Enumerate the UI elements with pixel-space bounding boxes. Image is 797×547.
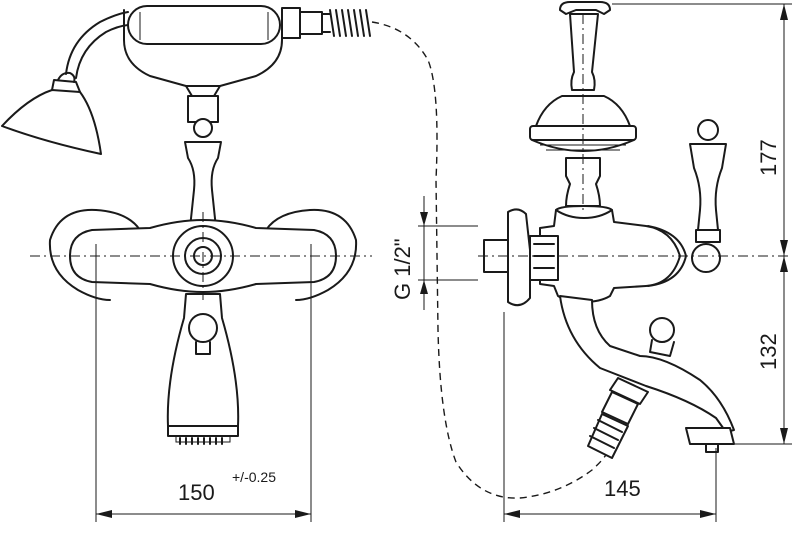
handset-holder bbox=[123, 5, 371, 97]
dim-150-label: 150 bbox=[178, 480, 215, 505]
dim-132-line bbox=[780, 256, 788, 444]
cradle-arm-outer bbox=[65, 11, 129, 75]
side-shower-head bbox=[529, 95, 637, 152]
top-bracket bbox=[559, 1, 611, 91]
lever-handle bbox=[689, 119, 727, 273]
dim-150-line bbox=[96, 510, 311, 518]
dim-145-line bbox=[504, 510, 716, 518]
front-view: 150 +/-0.25 bbox=[1, 5, 372, 522]
riser bbox=[184, 95, 222, 229]
cradle-arm-inner bbox=[75, 24, 129, 79]
front-spout bbox=[166, 293, 240, 445]
left-escutcheon bbox=[48, 208, 141, 301]
dim-177-label: 177 bbox=[756, 139, 781, 176]
dim-thread-label: G 1/2" bbox=[390, 238, 415, 300]
side-view: 177 132 145 G 1/2" bbox=[390, 1, 792, 522]
dim-177-line bbox=[780, 4, 788, 256]
dim-132-label: 132 bbox=[756, 333, 781, 370]
right-escutcheon bbox=[265, 208, 358, 301]
hand-shower-head bbox=[1, 71, 102, 155]
dim-145-label: 145 bbox=[604, 476, 641, 501]
side-spout bbox=[559, 295, 735, 459]
dim-thread-line bbox=[420, 196, 428, 310]
wall-connector bbox=[483, 208, 559, 307]
side-body bbox=[539, 205, 687, 303]
dim-150-tolerance: +/-0.25 bbox=[232, 469, 276, 485]
